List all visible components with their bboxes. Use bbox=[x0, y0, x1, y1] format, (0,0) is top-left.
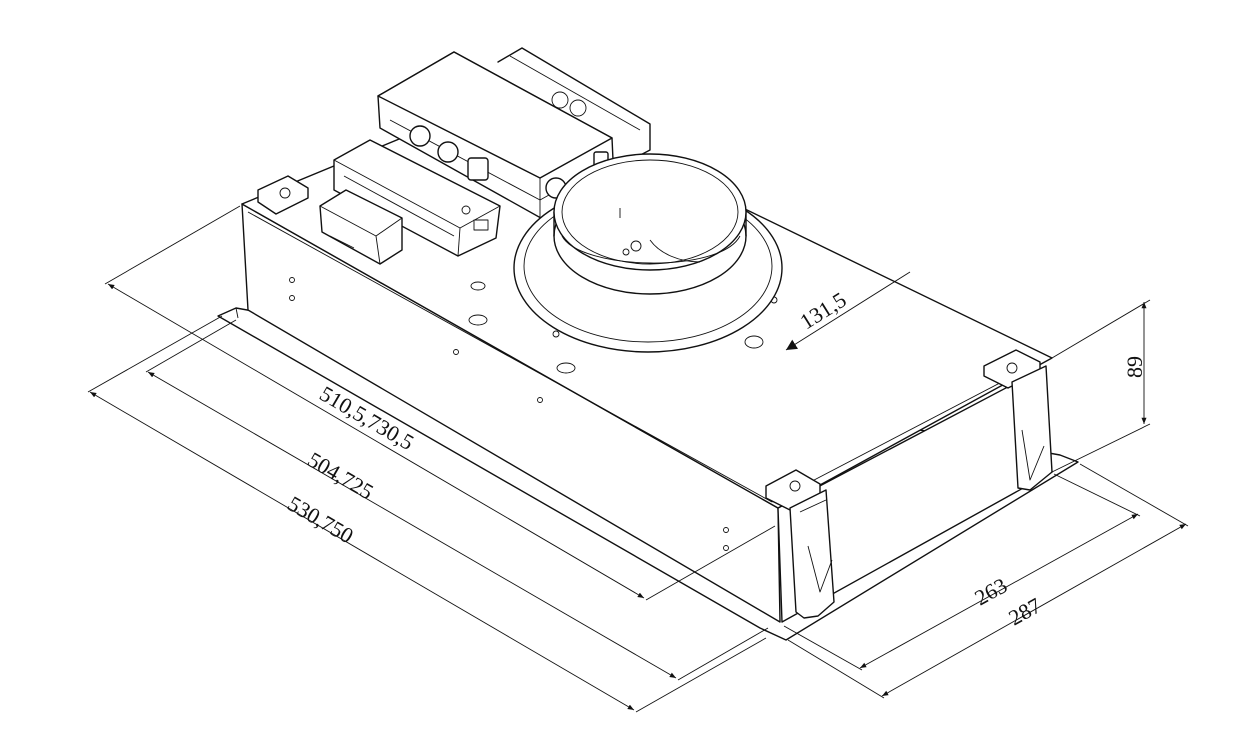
dim-duct-offset-lines bbox=[785, 271, 911, 351]
mounting-tab-left bbox=[257, 175, 309, 215]
dim-width-outer-lines bbox=[787, 463, 1189, 699]
dim-length-outer-label: 530,750 bbox=[283, 491, 357, 549]
capacitor-module bbox=[333, 139, 501, 257]
duct-collar bbox=[513, 153, 783, 353]
dim-length-outer-lines bbox=[87, 315, 767, 713]
dim-height-label: 89 bbox=[1122, 356, 1147, 378]
dim-width-outer-label: 287 bbox=[1004, 593, 1045, 631]
junction-box bbox=[319, 189, 403, 265]
spring-clip-front bbox=[789, 489, 835, 619]
spring-clip-back bbox=[1011, 365, 1053, 491]
dim-height-lines bbox=[1051, 299, 1151, 473]
dim-width-inner-label: 263 bbox=[970, 573, 1011, 611]
dim-length-mid-label: 504,725 bbox=[303, 447, 377, 505]
control-box bbox=[377, 51, 615, 223]
